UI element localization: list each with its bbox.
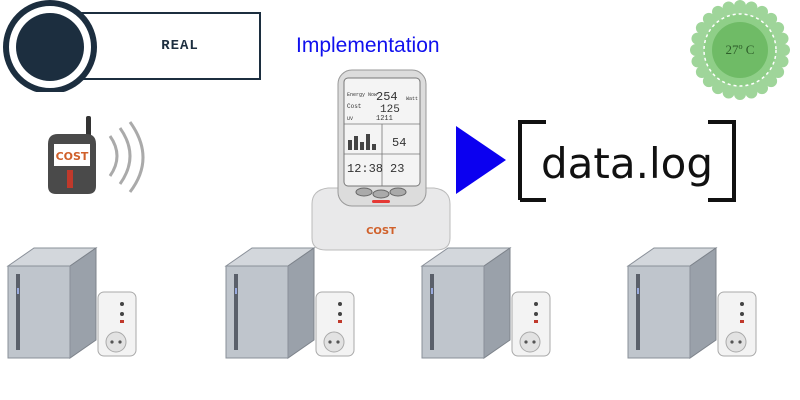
diagram-title: Implementation — [296, 34, 440, 57]
temp-value: 23 — [390, 162, 404, 176]
uv-value: 1211 — [376, 115, 393, 123]
transmitter: COST — [36, 114, 156, 204]
uv-label: UV — [347, 116, 353, 122]
server-icon — [420, 247, 512, 359]
transmitter-icon: COST — [48, 116, 145, 194]
smart-plug-icon — [97, 291, 137, 357]
monitor-brand: COST — [366, 226, 396, 237]
temperature-seal: 27º C — [688, 0, 792, 100]
server-icon — [6, 247, 98, 359]
server-with-plug — [626, 244, 776, 360]
cost-value: 125 — [380, 104, 400, 116]
seal-icon — [690, 0, 790, 100]
server-icon — [626, 247, 718, 359]
server-with-plug — [420, 244, 570, 360]
energy-value: 254 — [376, 90, 398, 104]
real-label: REAL — [161, 38, 199, 54]
smart-plug-icon — [717, 291, 757, 357]
cost-label: Cost — [347, 103, 361, 110]
data-log: data.log — [516, 118, 738, 208]
time-value: 12:38 — [347, 162, 383, 176]
energy-label: Energy Now — [347, 92, 377, 98]
data-log-brackets — [518, 120, 736, 202]
arrow-right-icon — [454, 124, 508, 196]
transmitter-brand: COST — [56, 150, 89, 163]
energy-monitor: COST Energy Now 254 Watt Cost 125 UV 121… — [306, 64, 456, 254]
server-with-plug — [6, 244, 156, 360]
smart-plug-icon — [511, 291, 551, 357]
server-with-plug — [224, 244, 374, 360]
temperature-value: 27º C — [725, 42, 755, 57]
real-badge: REAL — [0, 0, 262, 94]
real-badge-graphic — [3, 0, 261, 94]
energy-unit: Watt — [406, 96, 418, 102]
server-icon — [224, 247, 316, 359]
data-log-filename: data.log — [541, 138, 713, 188]
smart-plug-icon — [315, 291, 355, 357]
value-right: 54 — [392, 136, 406, 150]
energy-monitor-icon: COST Energy Now 254 Watt Cost 125 UV 121… — [311, 69, 451, 251]
